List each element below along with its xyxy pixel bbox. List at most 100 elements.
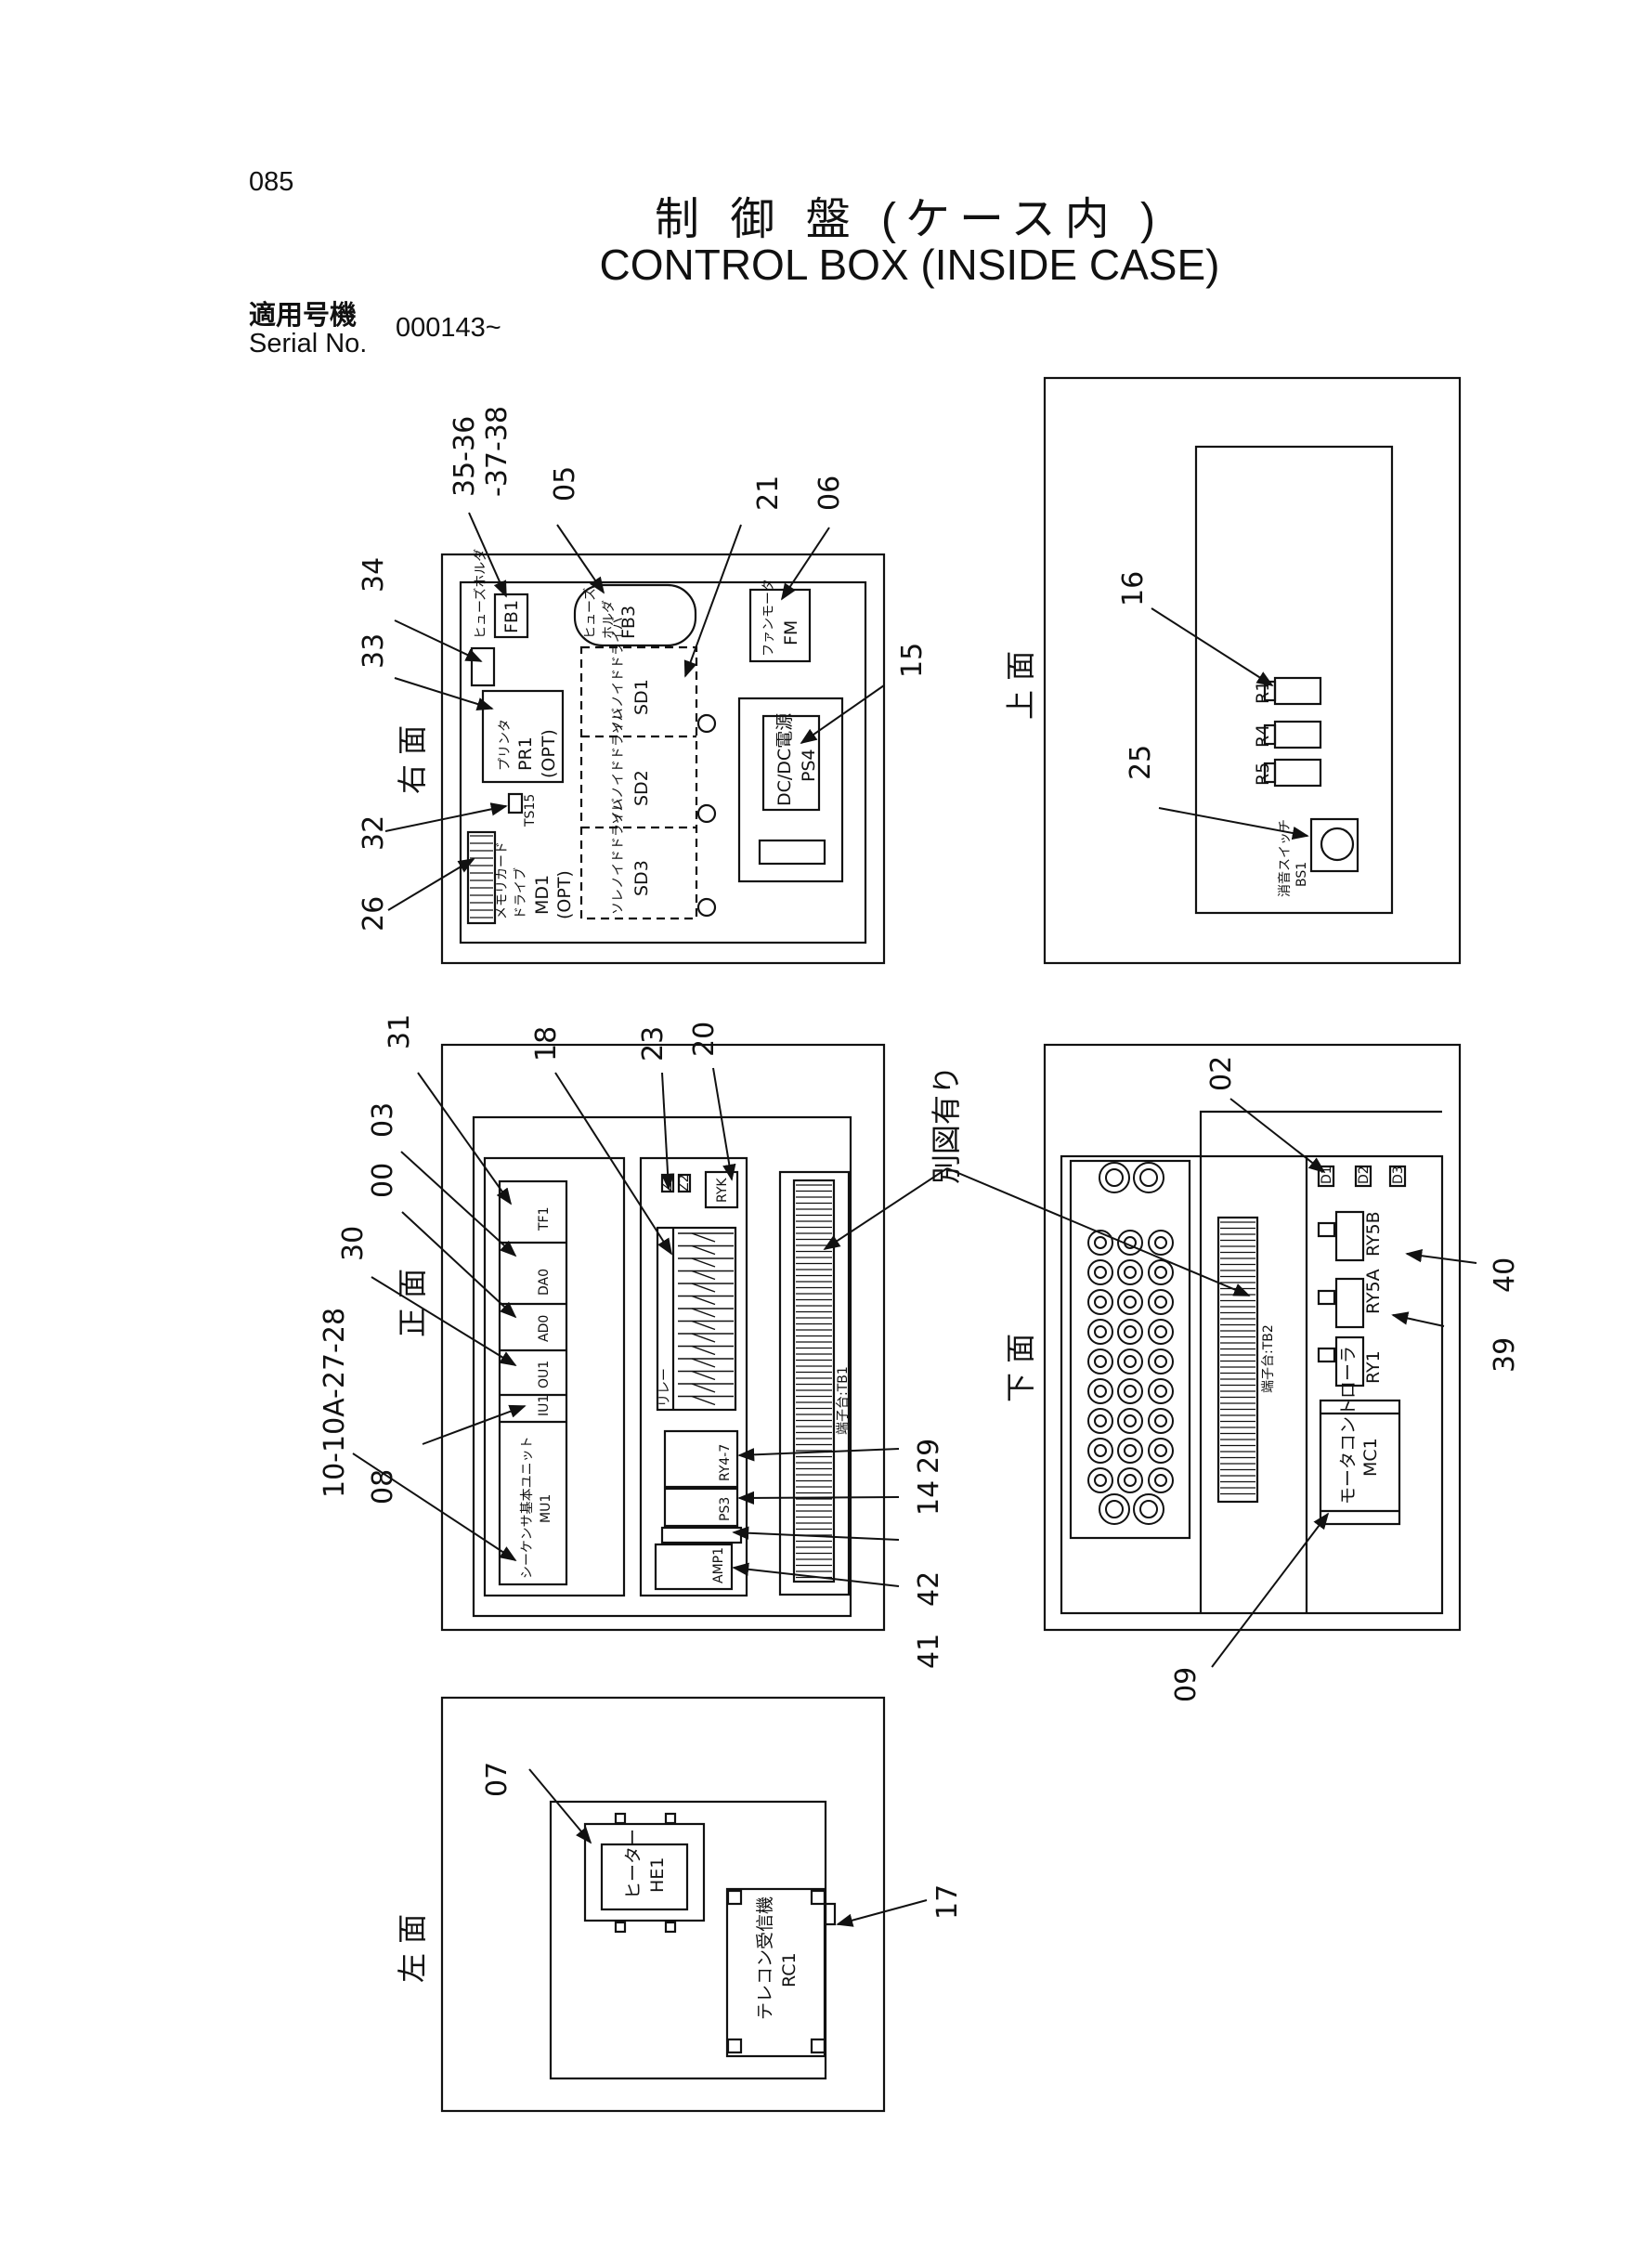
page-number: 085 xyxy=(249,167,294,197)
cable-gland xyxy=(1087,1378,1113,1404)
cable-gland xyxy=(1148,1467,1174,1493)
tb2-terminal-block xyxy=(1216,1216,1259,1504)
ou1-label: OU1 xyxy=(537,1361,552,1388)
relay-r5-label: R5 xyxy=(1253,762,1273,786)
ps4-frame xyxy=(737,697,844,883)
cable-gland xyxy=(1148,1348,1174,1375)
mounting-hole xyxy=(696,713,717,734)
mc1-motor-controller xyxy=(1319,1399,1401,1526)
ts15-label: TS15 xyxy=(523,794,538,827)
title-japanese: 制 御 盤 (ケース内 ) xyxy=(655,195,1164,244)
ps4-connector xyxy=(758,839,826,866)
ry5b-label: RY5B xyxy=(1363,1211,1384,1257)
terminal-block-34 xyxy=(470,646,496,687)
amp1-amplifier xyxy=(654,1543,734,1591)
mc1-label: MC1 xyxy=(1360,1438,1381,1477)
ps3-power-supply xyxy=(663,1487,739,1528)
diode-d2 xyxy=(1354,1165,1372,1188)
front-view-frame xyxy=(440,1043,886,1632)
fb1-small-label: ヒューズホルダ xyxy=(474,549,488,639)
md1-small-label: メモリカード xyxy=(495,841,510,919)
top-view xyxy=(1043,376,1462,965)
fb3-small-label: ヒューズ xyxy=(583,588,598,639)
serial-label-english: Serial No. xyxy=(249,329,368,358)
tb2-label: 端子台:TB2 xyxy=(1261,1324,1276,1393)
callout-16: 16 xyxy=(1117,571,1150,606)
front-view xyxy=(440,1043,886,1632)
fb3-fuse-holder xyxy=(573,583,697,647)
fb3-small-label-2: ホルダ xyxy=(602,600,617,639)
tf1-label: TF1 xyxy=(537,1206,552,1231)
callout-06: 06 xyxy=(813,476,846,511)
ry1-label: RY1 xyxy=(1363,1350,1384,1384)
cable-gland xyxy=(1148,1438,1174,1464)
callout-10-10A-27-28: 10-10A-27-28 xyxy=(319,1308,351,1498)
terminal-block-teeth xyxy=(470,835,1255,1579)
callout-35-36: 35-36 xyxy=(449,416,481,497)
z1-label: Z1 xyxy=(660,1175,675,1192)
pr1-opt-label: (OPT) xyxy=(539,729,559,778)
sd1-small-label: ソレノイドドライバ xyxy=(611,617,626,734)
cable-gland xyxy=(1148,1230,1174,1256)
front-view-panel xyxy=(472,1115,852,1618)
callout-39: 39 xyxy=(1489,1337,1521,1373)
callout-14: 14 xyxy=(913,1480,945,1516)
callout-03: 03 xyxy=(367,1102,399,1138)
tb1-terminal-block xyxy=(792,1179,836,1583)
bottom-view xyxy=(1043,1043,1462,1632)
callout-29: 29 xyxy=(913,1439,945,1474)
ps4-dcdc-power-supply xyxy=(761,714,821,812)
callout-18: 18 xyxy=(530,1026,563,1062)
relay-r1-label: R1 xyxy=(1253,681,1273,704)
view-label-left: 左 面 xyxy=(395,1914,430,1983)
cable-gland xyxy=(1117,1378,1143,1404)
rc1-antenna-connector xyxy=(824,1902,837,1926)
right-view-panel xyxy=(459,580,867,945)
cable-gland xyxy=(1117,1408,1143,1434)
view-label-bottom: 下 面 xyxy=(1003,1334,1038,1402)
mc1-small-label: モータコントローラ xyxy=(1338,1346,1359,1505)
cable-gland xyxy=(1117,1467,1143,1493)
he1-heater xyxy=(600,1843,689,1911)
cable-gland xyxy=(1087,1319,1113,1345)
rc1-small-label: テレコン受信機 xyxy=(755,1896,775,2020)
ps3-terminal xyxy=(660,1526,743,1544)
cable-gland xyxy=(1087,1438,1113,1464)
amp1-label: AMP1 xyxy=(711,1547,726,1583)
cable-gland-plate xyxy=(1069,1159,1191,1540)
right-view-frame xyxy=(440,553,886,965)
md1-opt-label: (OPT) xyxy=(554,870,575,919)
sd3-small-label: ソレノイドドライバ xyxy=(611,798,626,915)
serial-label-japanese: 適用号機 xyxy=(249,301,358,331)
ryk-relay xyxy=(704,1170,739,1209)
he1-label: HE1 xyxy=(647,1857,668,1893)
he1-heater-body xyxy=(583,1822,706,1922)
din-rail-middle xyxy=(639,1156,748,1597)
large-cable-gland xyxy=(1099,1493,1130,1525)
relay-r4 xyxy=(1273,720,1322,749)
fm-fan-motor xyxy=(748,588,812,663)
iu1-label: IU1 xyxy=(537,1395,552,1416)
callout-42: 42 xyxy=(913,1571,945,1607)
callout-21: 21 xyxy=(752,476,785,511)
mounting-hole xyxy=(696,897,717,918)
cable-gland xyxy=(1087,1259,1113,1285)
md1-small-label-2: ドライブ xyxy=(513,867,528,919)
diode-d3 xyxy=(1388,1165,1407,1188)
relay-r1 xyxy=(1273,676,1322,706)
cable-gland xyxy=(1117,1289,1143,1315)
leader-lines xyxy=(352,512,1477,1927)
cable-gland xyxy=(1148,1378,1174,1404)
relay-bank-slots xyxy=(678,1232,734,1406)
callout-30: 30 xyxy=(337,1226,370,1261)
left-view-panel xyxy=(549,1800,827,2080)
note-see-separate-figure: 別図有り xyxy=(929,1065,964,1184)
cable-gland xyxy=(1087,1289,1113,1315)
d1-label: D1 xyxy=(1320,1166,1334,1184)
title-english: CONTROL BOX (INSIDE CASE) xyxy=(599,241,1220,289)
sd3-label: SD3 xyxy=(631,860,652,896)
cable-gland xyxy=(1087,1408,1113,1434)
bottom-view-frame xyxy=(1043,1043,1462,1632)
callout-20: 20 xyxy=(688,1022,721,1057)
md1-label: MD1 xyxy=(532,875,553,915)
